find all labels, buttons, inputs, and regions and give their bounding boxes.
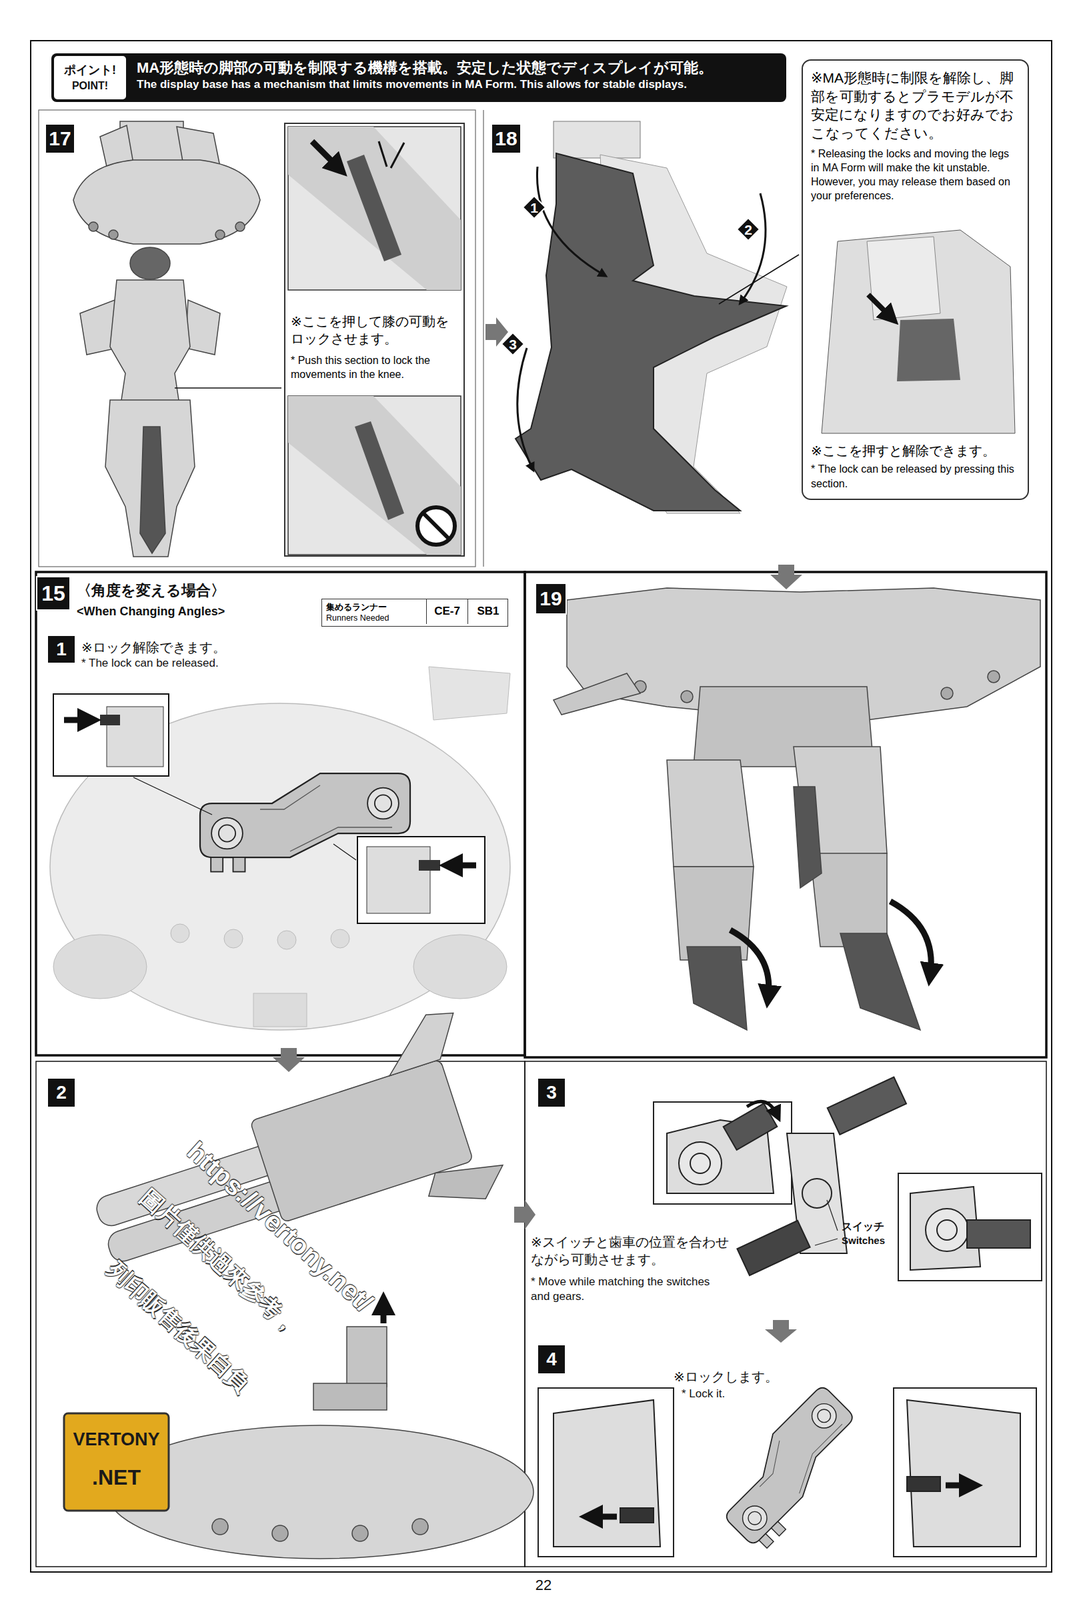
step-number-text: 2 [744, 222, 753, 237]
step-number: 18 [492, 124, 521, 153]
note-text: 集めるランナー [326, 601, 423, 613]
lock-figure [538, 1385, 1037, 1558]
runner-code: SB1 [467, 599, 509, 625]
release-detail [821, 230, 1015, 434]
logo-badge [64, 1413, 169, 1512]
diamond-outline [501, 332, 525, 356]
step-number: 19 [536, 584, 566, 614]
note-box: ※MA形態時に制限を解除し、脚部を可動するとプラモデルが不安定になりますのでお好… [801, 59, 1029, 501]
step-title-english: <When Changing Angles> [76, 604, 317, 620]
substep-number: 3 [538, 1079, 565, 1108]
step-number-text: 17 [48, 128, 71, 149]
base-figure [50, 666, 511, 1031]
note-text-english: The display base has a mechanism that li… [136, 77, 780, 93]
note-text: ポイント! [64, 62, 117, 79]
step-number-text: 1 [530, 200, 539, 215]
step-number-text: 18 [494, 128, 517, 149]
part-label: スイッチ [841, 1220, 897, 1235]
note-text: MA形態時の脚部の可動を制限する機構を搭載。安定した状態でディスプレイが可能。 [136, 58, 780, 78]
step-number: 15 [37, 577, 70, 610]
runner-box: CE-7 SB1 集めるランナーRunners Needed [321, 598, 509, 627]
step-number-text: 1 [56, 640, 67, 659]
detail-box: ※ここを押して膝の可動をロックさせます。 * Push this section … [284, 122, 465, 557]
diamond-outline [736, 218, 760, 241]
step-title: 〈角度を変える場合〉 [76, 581, 317, 601]
note-text-english: * Move while matching the switches and g… [530, 1275, 721, 1305]
logo-text: VERTONY [64, 1428, 169, 1452]
note-text: SB1 [476, 604, 499, 619]
substep-number: 2 [48, 1079, 75, 1108]
point-tag: ポイント!POINT! [54, 56, 127, 100]
note-text-english: Runners Needed [326, 612, 423, 625]
leg-figure [515, 121, 799, 514]
legs-figure [553, 588, 1041, 1031]
substep-number: 1 [48, 636, 75, 663]
note-text-english: * Releasing the locks and moving the leg… [810, 146, 1020, 203]
step-number-text: 19 [539, 588, 562, 609]
note-text-english: * Lock it. [681, 1387, 775, 1402]
step-number-text: 2 [56, 1083, 67, 1103]
step-number-text: 3 [546, 1083, 557, 1103]
logo-text: .NET [64, 1464, 169, 1493]
note-text: CE-7 [434, 604, 461, 619]
order-diamond: 3 [501, 332, 525, 356]
step-number-text: 3 [508, 337, 517, 352]
part-label: Switches [841, 1234, 897, 1248]
point-banner: ポイント!POINT! MA形態時の脚部の可動を制限する機構を搭載。安定した状態で… [51, 53, 787, 103]
note-text: ※ここを押すと解除できます。 [810, 442, 1020, 460]
page-number: 22 [526, 1576, 561, 1596]
runner-code: CE-7 [426, 599, 468, 625]
order-diamond: 1 [522, 196, 546, 219]
note-text-english: * Push this section to lock the movement… [290, 353, 459, 382]
diamond-outline [522, 196, 546, 219]
note-text: ※ロックします。 [673, 1368, 807, 1386]
joint-figure [653, 1077, 1042, 1282]
note-text: ※スイッチと歯車の位置を合わせながら可動させます。 [530, 1233, 731, 1269]
note-text: ※ロック解除できます。 [81, 638, 335, 657]
step-number: 17 [46, 124, 75, 153]
order-diamond: 2 [736, 218, 760, 241]
knee-lock-detail [288, 126, 461, 555]
note-text-english: * The lock can be released. [81, 656, 335, 671]
note-text: ※MA形態時に制限を解除し、脚部を可動するとプラモデルが不安定になりますのでお好… [810, 68, 1020, 143]
note-text-english: * The lock can be released by pressing t… [810, 462, 1020, 491]
substep-number: 4 [538, 1345, 565, 1374]
step-number-text: 15 [41, 582, 66, 605]
step-number-text: 4 [546, 1350, 557, 1370]
note-text-english: POINT! [72, 78, 109, 93]
panel-frames [30, 40, 1052, 1573]
robot-figure [73, 121, 282, 557]
note-text: ※ここを押して膝の可動をロックさせます。 [290, 312, 459, 349]
